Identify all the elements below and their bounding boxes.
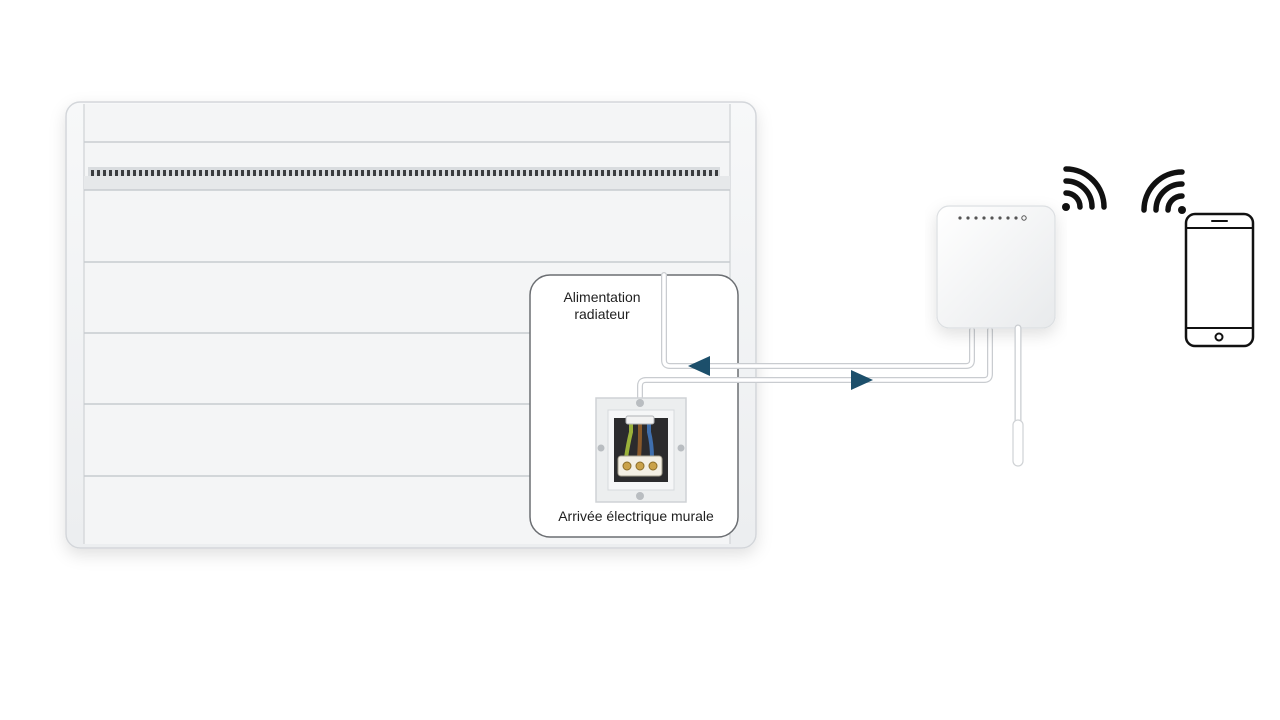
temperature-probe — [1012, 324, 1024, 467]
arrow-right-icon — [851, 370, 873, 390]
arrow-left-icon — [688, 356, 710, 376]
wiring-cables — [637, 272, 993, 401]
smartphone-icon — [1184, 212, 1255, 348]
junction-box-icon — [595, 397, 687, 503]
wall-supply-label: Arrivée électrique murale — [558, 508, 714, 524]
wifi-signal-icon — [1141, 169, 1186, 214]
radiator-supply-label: Alimentation radiateur — [563, 289, 641, 322]
wifi-signal-icon — [1062, 166, 1107, 211]
wifi-module-icon — [936, 205, 1056, 329]
